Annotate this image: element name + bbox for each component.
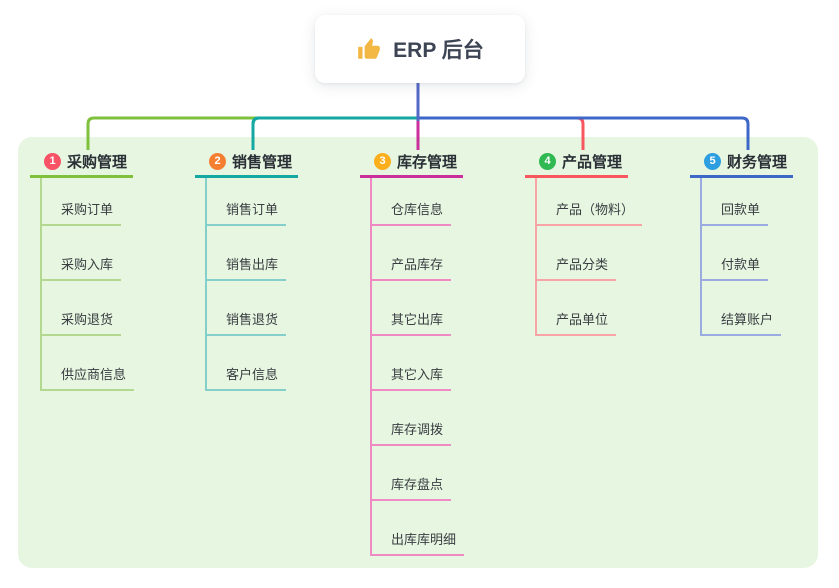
child-node[interactable]: 销售退货 (207, 281, 287, 336)
child-node-label: 供应商信息 (61, 367, 127, 382)
branch-number-badge: 1 (44, 153, 61, 170)
branch-children: 仓库信息产品库存其它出库其它入库库存调拨库存盘点出库库明细 (370, 178, 465, 556)
child-node[interactable]: 产品单位 (537, 281, 617, 336)
child-node-label: 结算账户 (721, 312, 774, 327)
child-node[interactable]: 销售订单 (207, 178, 287, 226)
branch-number-badge: 3 (374, 153, 391, 170)
child-node[interactable]: 产品分类 (537, 226, 617, 281)
child-node-label: 其它出库 (391, 312, 444, 327)
branch-column: 4 产品管理 产品（物料） 产品分类产品单位 (525, 148, 643, 336)
branch-column: 2 销售管理 销售订单销售出库销售退货客户信息 (195, 148, 299, 391)
branch-node[interactable]: 5 财务管理 (690, 148, 794, 178)
child-node[interactable]: 其它入库 (372, 336, 452, 391)
child-node[interactable]: 库存调拨 (372, 391, 452, 446)
child-node-label: 其它入库 (391, 367, 444, 382)
child-node[interactable]: 销售出库 (207, 226, 287, 281)
branch-title-label: 库存管理 (397, 154, 458, 171)
thumbs-up-icon (358, 38, 381, 59)
child-node-label: 产品单位 (556, 312, 609, 327)
connector-lines (86, 83, 750, 150)
child-node[interactable]: 仓库信息 (372, 178, 452, 226)
child-node[interactable]: 客户信息 (207, 336, 287, 391)
child-node-label: 产品（物料） (556, 202, 635, 217)
branch-column: 1 采购管理 采购订单采购入库采购退货供应商信息 (30, 148, 135, 391)
child-node-label: 采购入库 (61, 257, 114, 272)
child-node-label: 回款单 (721, 202, 761, 217)
child-node-label: 销售退货 (226, 312, 279, 327)
child-node[interactable]: 回款单 (702, 178, 769, 226)
branch-title-label: 采购管理 (67, 154, 128, 171)
child-node-label: 采购退货 (61, 312, 114, 327)
root-label: ERP 后台 (393, 39, 484, 62)
child-node-label: 产品库存 (391, 257, 444, 272)
branch-children: 采购订单采购入库采购退货供应商信息 (40, 178, 135, 391)
child-node[interactable]: 结算账户 (702, 281, 782, 336)
child-node[interactable]: 产品库存 (372, 226, 452, 281)
child-node[interactable]: 其它出库 (372, 281, 452, 336)
branch-number-badge: 2 (209, 153, 226, 170)
child-node-label: 仓库信息 (391, 202, 444, 217)
child-node[interactable]: 付款单 (702, 226, 769, 281)
child-node-label: 销售订单 (226, 202, 279, 217)
child-node-label: 产品分类 (556, 257, 609, 272)
branch-node[interactable]: 4 产品管理 (525, 148, 629, 178)
branch-title-label: 销售管理 (232, 154, 293, 171)
branch-children: 销售订单销售出库销售退货客户信息 (205, 178, 287, 391)
branch-title-label: 财务管理 (727, 154, 788, 171)
root-node[interactable]: ERP 后台 (315, 15, 525, 83)
branch-column: 5 财务管理 回款单付款单结算账户 (690, 148, 794, 336)
child-node[interactable]: 出库库明细 (372, 501, 465, 556)
child-node-label: 付款单 (721, 257, 761, 272)
branch-children: 回款单付款单结算账户 (700, 178, 782, 336)
child-node[interactable]: 库存盘点 (372, 446, 452, 501)
child-node[interactable]: 采购入库 (42, 226, 122, 281)
branch-number-badge: 5 (704, 153, 721, 170)
branch-column: 3 库存管理 仓库信息产品库存其它出库其它入库库存调拨库存盘点出库库明细 (360, 148, 465, 556)
branch-node[interactable]: 1 采购管理 (30, 148, 134, 178)
child-node[interactable]: 产品（物料） (537, 178, 643, 226)
child-node-label: 销售出库 (226, 257, 279, 272)
child-node-label: 采购订单 (61, 202, 114, 217)
child-node-label: 客户信息 (226, 367, 279, 382)
child-node[interactable]: 采购订单 (42, 178, 122, 226)
child-node-label: 库存盘点 (391, 477, 444, 492)
branch-number-badge: 4 (539, 153, 556, 170)
branch-node[interactable]: 3 库存管理 (360, 148, 464, 178)
branch-children: 产品（物料） 产品分类产品单位 (535, 178, 643, 336)
child-node-label: 库存调拨 (391, 422, 444, 437)
branch-node[interactable]: 2 销售管理 (195, 148, 299, 178)
child-node[interactable]: 采购退货 (42, 281, 122, 336)
branch-title-label: 产品管理 (562, 154, 623, 171)
child-node[interactable]: 供应商信息 (42, 336, 135, 391)
background-panel (18, 137, 818, 568)
child-node-label: 出库库明细 (391, 532, 457, 547)
